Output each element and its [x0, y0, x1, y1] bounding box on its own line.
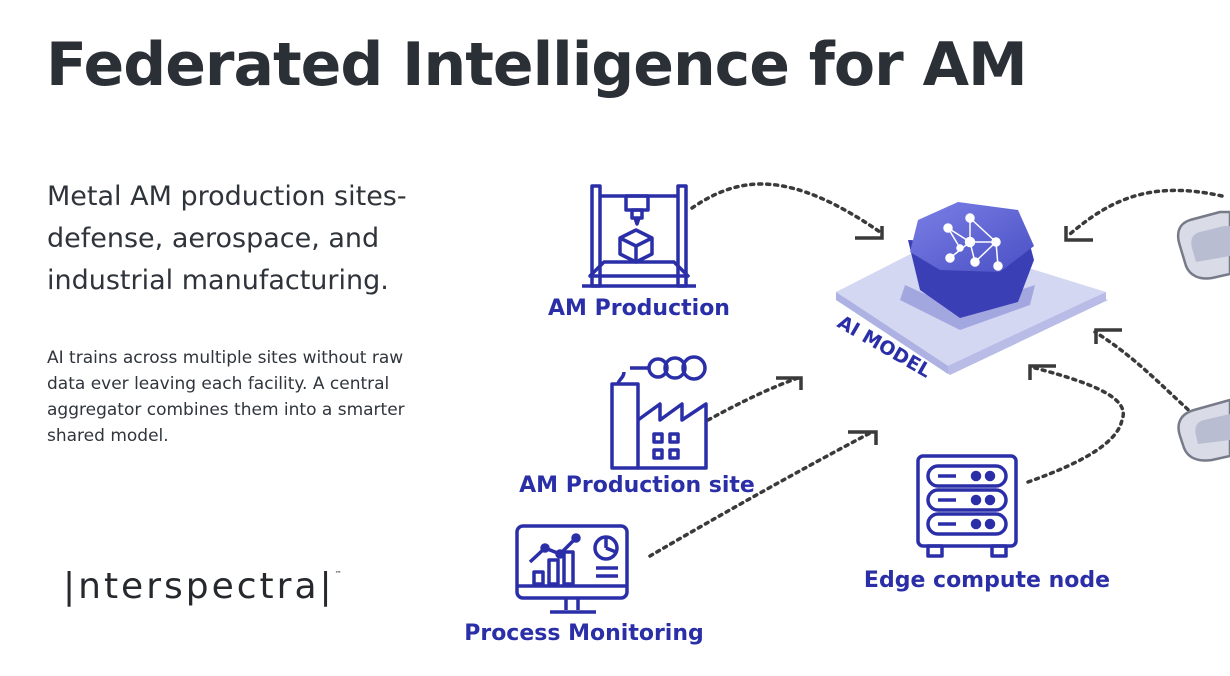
edge-compute-label: Edge compute node	[864, 568, 1110, 593]
body-line: data ever leaving each facility. A centr…	[47, 374, 390, 394]
connector-right-mid	[1093, 330, 1202, 422]
platform-side	[836, 292, 948, 374]
connector-right-top	[1068, 188, 1224, 236]
monitor-chart-icon	[515, 524, 629, 614]
arrowhead-icon	[1028, 364, 1056, 380]
body-line: AI trains across multiple sites without …	[47, 348, 404, 368]
arrowhead-icon	[776, 376, 803, 390]
arrowhead-icon	[1094, 328, 1122, 344]
arrowhead-icon	[855, 226, 884, 240]
factory-icon	[610, 355, 708, 470]
server-icon	[916, 454, 1018, 558]
body-line: aggregator combines them into a smarter	[47, 400, 405, 420]
device-icon	[1177, 398, 1230, 462]
lead-line: Metal AM production sites-	[47, 181, 407, 212]
am-production-site-label: AM Production site	[519, 473, 755, 498]
platform-side	[948, 292, 1106, 374]
arrowhead-icon	[848, 430, 878, 445]
hex-top	[910, 202, 1034, 272]
connector-am-production	[690, 182, 882, 234]
arrowhead-icon	[1064, 226, 1093, 242]
lead-line: defense, aerospace, and	[47, 223, 380, 254]
connector-edge-node	[1026, 366, 1125, 484]
logo-wordmark: |nterspectra|	[63, 566, 335, 607]
page-title: Federated Intelligence for AM	[46, 30, 1028, 100]
trademark-mark: ™	[334, 570, 342, 578]
printer-icon	[582, 184, 696, 288]
body-line: shared model.	[47, 426, 169, 446]
body-text: AI trains across multiple sites without …	[47, 345, 467, 449]
connector-production-site	[706, 376, 800, 422]
device-icon	[1176, 210, 1230, 280]
process-monitoring-label: Process Monitoring	[464, 621, 704, 646]
lead-text: Metal AM production sites- defense, aero…	[47, 176, 487, 302]
ai-model-node: AI MODEL	[834, 202, 1108, 382]
network-graph-icon	[943, 213, 1003, 271]
lead-line: industrial manufacturing.	[47, 265, 389, 296]
interspectra-logo: |nterspectra|™	[63, 566, 342, 607]
connector-process-monitoring	[648, 430, 874, 558]
am-production-label: AM Production	[548, 296, 730, 321]
